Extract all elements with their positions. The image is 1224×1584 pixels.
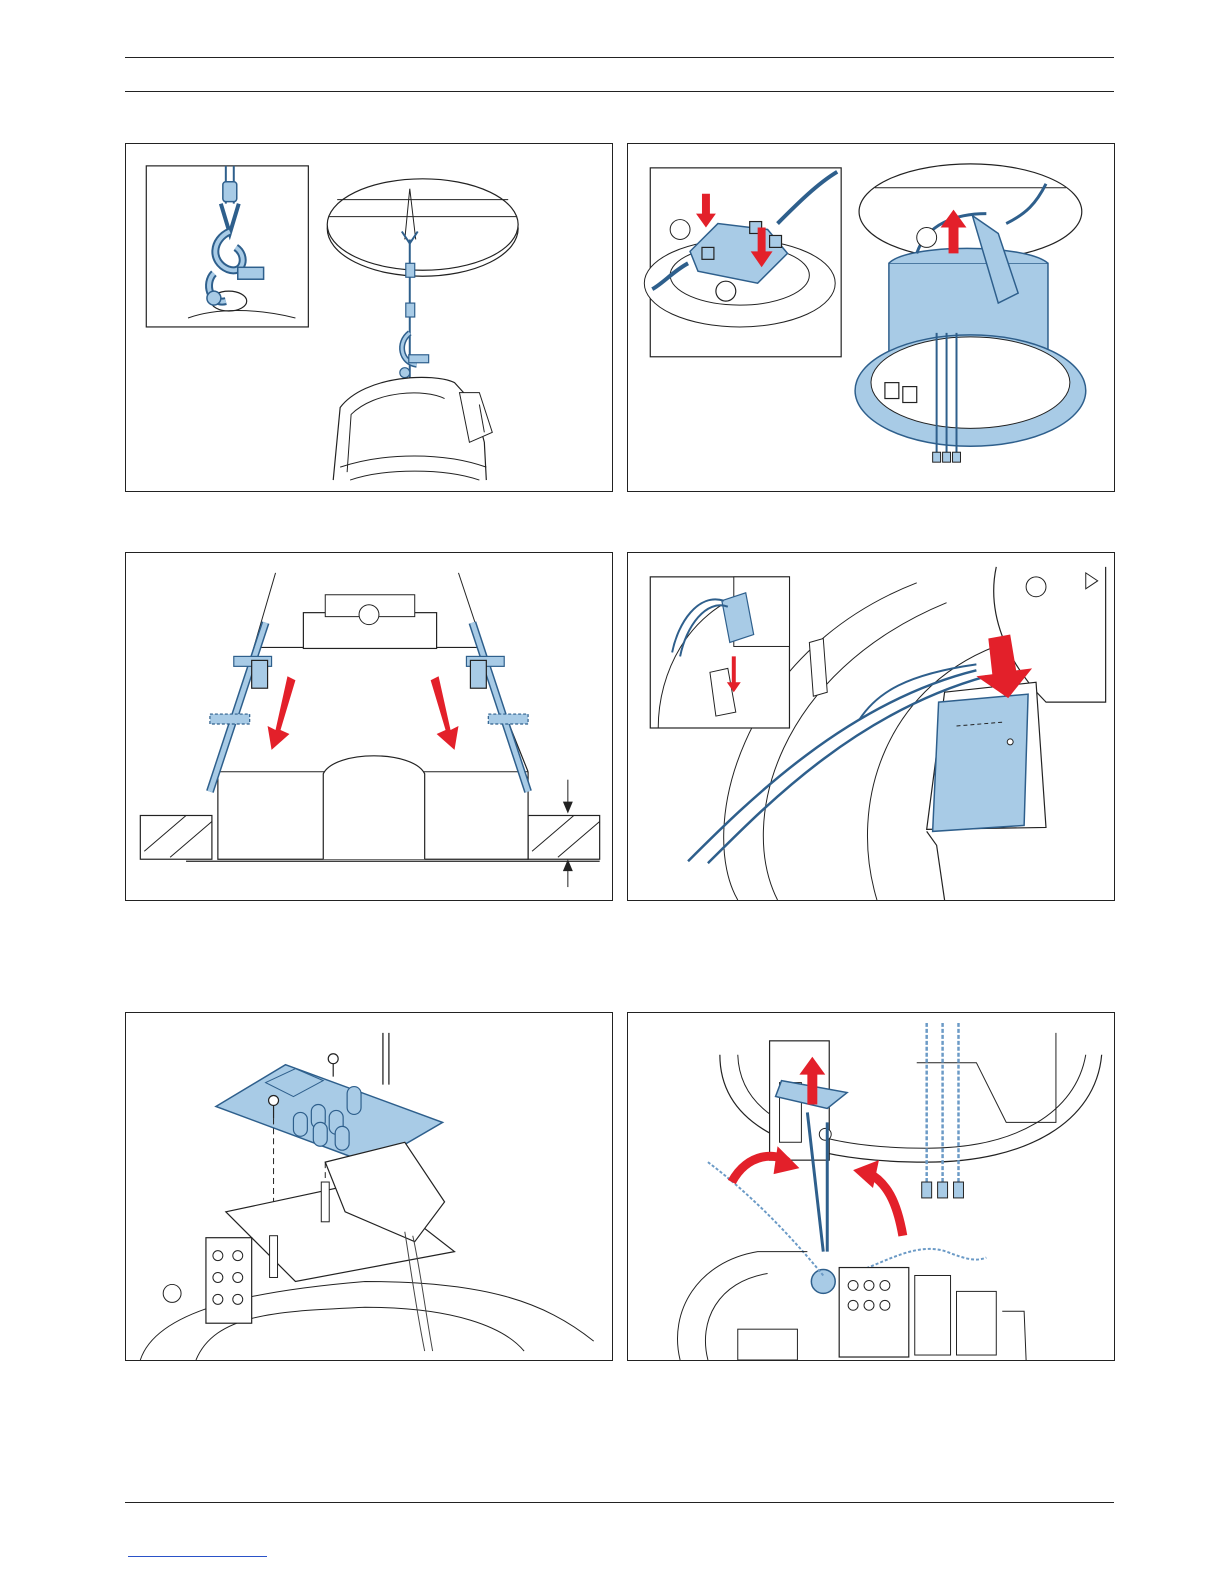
header-rule-top bbox=[125, 57, 1114, 58]
transformer-board-icon bbox=[216, 1033, 443, 1164]
footer-rule bbox=[125, 1502, 1114, 1503]
figure-4-panel bbox=[627, 552, 1115, 901]
back-can-icon bbox=[855, 164, 1086, 462]
loudspeaker-housing-icon bbox=[333, 377, 492, 480]
figure-1-illustration bbox=[126, 144, 612, 491]
footer-link-underline[interactable] bbox=[128, 1556, 267, 1557]
terminal-cover-icon bbox=[927, 682, 1046, 900]
connector-block-icon bbox=[140, 1142, 593, 1360]
figure-1-panel bbox=[125, 143, 613, 492]
figure-6-panel bbox=[627, 1012, 1115, 1361]
ceiling-hole-icon bbox=[917, 228, 937, 248]
figure-4-illustration bbox=[628, 553, 1114, 900]
figure-5-illustration bbox=[126, 1013, 612, 1360]
ceiling-opening-icon bbox=[327, 179, 518, 276]
figure-5-panel bbox=[125, 1012, 613, 1361]
figure-2-panel bbox=[627, 143, 1115, 492]
figure-6-illustration bbox=[628, 1013, 1114, 1360]
header-rule-bottom bbox=[125, 91, 1114, 92]
figure-2-illustration bbox=[628, 144, 1114, 491]
figure-3-panel bbox=[125, 552, 613, 901]
loudspeaker-body-icon bbox=[218, 573, 528, 859]
speaker-housing-icon bbox=[678, 1252, 1027, 1360]
figure-3-illustration bbox=[126, 553, 612, 900]
